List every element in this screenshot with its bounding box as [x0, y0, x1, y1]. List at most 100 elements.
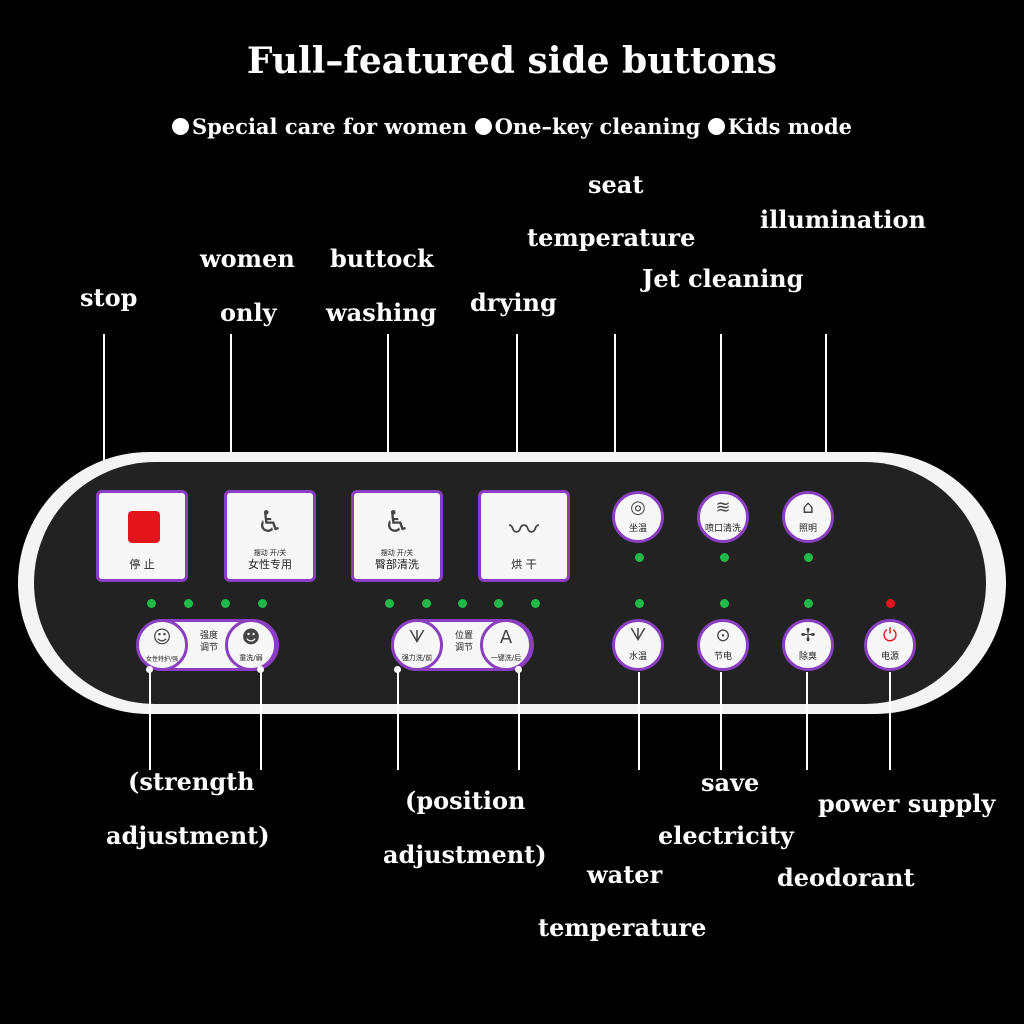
label-seat-line2: temperature — [527, 223, 696, 252]
bullet-icon — [474, 118, 492, 135]
position-mid-line1: 位置 — [454, 631, 473, 641]
label-power-supply: power supply — [818, 789, 996, 818]
stop-button[interactable]: 停 止 — [96, 490, 188, 582]
leader-dot — [257, 666, 264, 673]
strength-adjustment-control[interactable]: ☺ 女性特护/强 强度调节 ☻ 童洗/弱 — [136, 619, 279, 671]
label-seat-line1: seat — [588, 170, 644, 199]
fan-icon: ✢ — [800, 625, 816, 646]
seat-temperature-button[interactable]: ◎ 坐温 — [612, 491, 664, 543]
spray-icon: ᗐ — [408, 627, 426, 648]
lamp-icon: ⌂ — [802, 497, 814, 518]
leader-line — [516, 334, 518, 497]
label-jet-cleaning: Jet cleaning — [642, 264, 804, 293]
woman-face-icon: ☺ — [152, 627, 172, 648]
strength-mid-line1: 强度 — [199, 631, 218, 641]
leader-line — [614, 334, 616, 497]
power-save-icon: ⊙ — [715, 625, 731, 646]
position-front-caption: 强力洗/前 — [401, 654, 433, 662]
position-mid-caption: 位置调节 — [446, 631, 482, 654]
page-title: Full–featured side buttons — [246, 40, 778, 82]
deodorant-button[interactable]: ✢ 除臭 — [782, 619, 834, 671]
led-indicator — [494, 599, 503, 608]
illumination-caption: 照明 — [798, 524, 817, 534]
leader-line — [397, 670, 399, 770]
power-caption: 电源 — [880, 652, 899, 662]
buttock-caption: 摆动 开/关臀部清洗 — [354, 545, 440, 571]
power-led-indicator — [886, 599, 895, 608]
feature-item: Kids mode — [727, 114, 853, 139]
label-position-line2: adjustment) — [383, 840, 547, 869]
position-adjustment-control[interactable]: ᗐ 强力洗/前 位置调节 A 一键洗/后 — [391, 619, 534, 671]
led-indicator — [422, 599, 431, 608]
position-mid-line2: 调节 — [454, 642, 473, 653]
strength-weak-button[interactable]: ☻ 童洗/弱 — [225, 619, 277, 671]
leader-line — [889, 672, 891, 770]
led-indicator — [804, 553, 813, 562]
illumination-button[interactable]: ⌂ 照明 — [782, 491, 834, 543]
position-rear-caption: 一键洗/后 — [490, 654, 522, 662]
position-rear-button[interactable]: A 一键洗/后 — [480, 619, 532, 671]
save-electricity-caption: 节电 — [713, 652, 732, 662]
led-indicator — [385, 599, 394, 608]
label-water-line2: temperature — [538, 913, 707, 942]
led-indicator — [184, 599, 193, 608]
strength-strong-caption: 女性特护/强 — [145, 656, 179, 663]
save-electricity-button[interactable]: ⊙ 节电 — [697, 619, 749, 671]
buttock-washing-button[interactable]: ♿ 摆动 开/关臀部清洗 — [351, 490, 443, 582]
nozzle-icon: ≋ — [715, 497, 731, 518]
power-icon: ⏻ — [882, 625, 898, 646]
one-key-icon: A — [499, 627, 513, 648]
led-indicator — [221, 599, 230, 608]
drying-caption: 烘 干 — [511, 557, 537, 571]
led-indicator — [720, 599, 729, 608]
label-women-line1: women — [200, 244, 295, 273]
leader-line — [518, 670, 520, 770]
bullet-icon — [171, 118, 189, 135]
water-temperature-caption: 水温 — [628, 652, 647, 662]
seated-person-icon: ♿ — [256, 505, 284, 540]
seat-temperature-caption: 坐温 — [628, 524, 647, 534]
seat-icon: ◎ — [630, 497, 646, 518]
label-water-line1: water — [587, 860, 663, 889]
label-deodorant: deodorant — [777, 863, 915, 892]
women-caption: 摆动 开/关女性专用 — [227, 545, 313, 571]
label-drying: drying — [470, 288, 557, 317]
stop-icon — [128, 511, 160, 543]
position-front-button[interactable]: ᗐ 强力洗/前 — [391, 619, 443, 671]
water-temperature-button[interactable]: ᗐ 水温 — [612, 619, 664, 671]
feature-item: Special care for women — [191, 114, 468, 139]
power-button[interactable]: ⏻ 电源 — [864, 619, 916, 671]
leader-dot — [394, 666, 401, 673]
label-women-line2: only — [220, 298, 277, 327]
jet-cleaning-button[interactable]: ≋ 喷口清洗 — [697, 491, 749, 543]
leader-dot — [515, 666, 522, 673]
buttock-swing-caption: 摆动 开/关 — [380, 548, 414, 557]
bullet-icon — [707, 118, 725, 135]
led-indicator — [147, 599, 156, 608]
child-icon: ☻ — [241, 627, 261, 648]
stop-caption: 停 止 — [129, 557, 155, 571]
deodorant-caption: 除臭 — [798, 652, 817, 662]
label-buttock-line2: washing — [326, 298, 437, 327]
women-caption-text: 女性专用 — [248, 557, 292, 571]
leader-dot — [146, 666, 153, 673]
leader-line — [638, 672, 640, 770]
leader-line — [720, 672, 722, 770]
led-indicator — [635, 553, 644, 562]
jet-cleaning-caption: 喷口清洗 — [704, 524, 741, 534]
strength-strong-button[interactable]: ☺ 女性特护/强 — [136, 619, 188, 671]
label-illumination: illumination — [760, 205, 926, 234]
leader-line — [230, 334, 232, 497]
led-indicator — [804, 599, 813, 608]
led-indicator — [458, 599, 467, 608]
drying-button[interactable]: 〰 烘 干 — [478, 490, 570, 582]
feature-list: Special care for women One–key cleaning … — [0, 114, 1024, 139]
led-indicator — [258, 599, 267, 608]
women-only-button[interactable]: ♿ 摆动 开/关女性专用 — [224, 490, 316, 582]
seated-person-icon: ♿ — [383, 505, 411, 540]
water-icon: ᗐ — [629, 625, 647, 646]
label-save-line2: electricity — [658, 821, 794, 850]
label-save-line1: save — [701, 768, 760, 797]
led-indicator — [635, 599, 644, 608]
led-indicator — [720, 553, 729, 562]
